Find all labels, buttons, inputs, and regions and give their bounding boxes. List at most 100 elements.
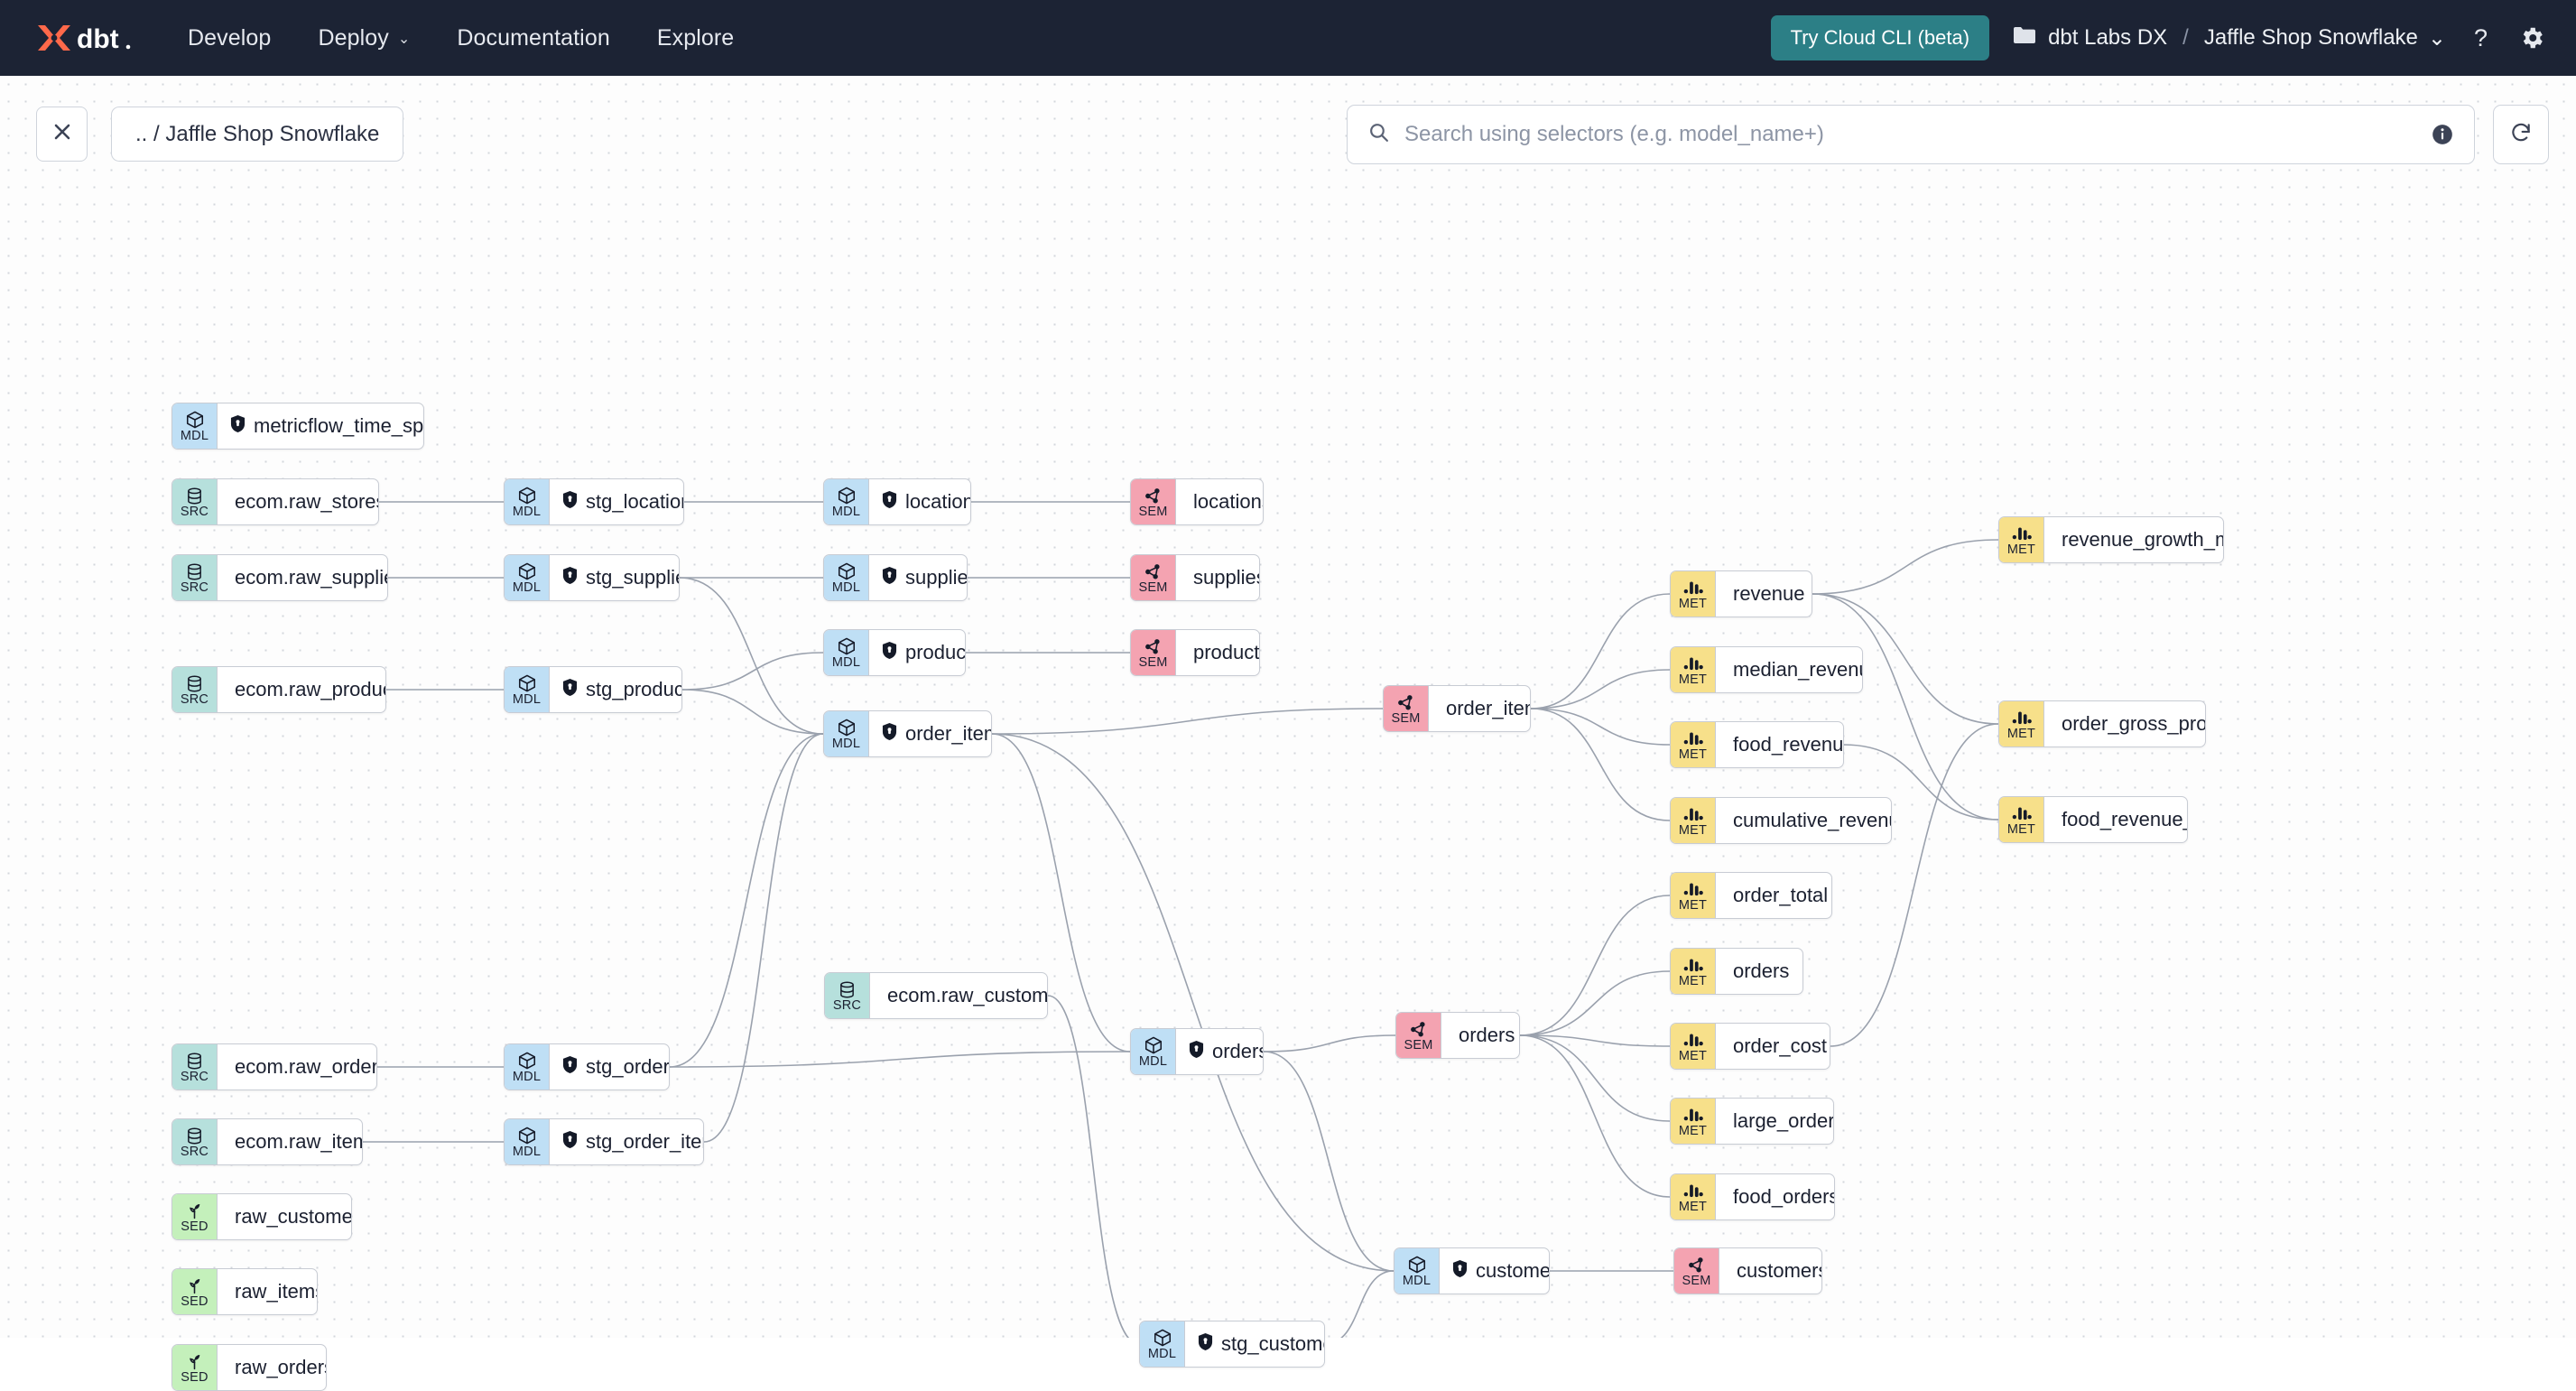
lineage-canvas[interactable]: .. / Jaffle Shop Snowflake — [0, 76, 2576, 1391]
graph-node-sed_orders[interactable]: SED raw_orders — [171, 1344, 327, 1391]
met-icon — [1683, 955, 1703, 975]
node-body: order_cost — [1716, 1024, 1830, 1069]
search-bar[interactable] — [1347, 105, 2475, 164]
graph-node-mdl_locations[interactable]: MDLlocations — [823, 478, 971, 525]
try-cloud-cli-button[interactable]: Try Cloud CLI (beta) — [1770, 15, 1990, 60]
node-type-badge-sed: SED — [172, 1194, 218, 1239]
edge-sem_orders-to-met_order_cost — [1519, 1034, 1671, 1047]
node-label: raw_orders — [235, 1356, 327, 1378]
close-button[interactable] — [36, 107, 88, 162]
graph-node-stg_products[interactable]: MDL stg_products — [504, 666, 682, 713]
node-label: products — [1193, 641, 1260, 663]
node-label: stg_orders — [586, 1055, 670, 1078]
node-label: supplies — [1193, 566, 1260, 589]
node-label: ecom.raw_products — [235, 678, 385, 700]
node-body: orders — [1716, 949, 1802, 994]
node-body: stg_products — [550, 667, 681, 712]
sem-icon — [1396, 692, 1415, 712]
node-body: ecom.raw_supplies — [218, 555, 387, 600]
src-icon — [185, 486, 204, 505]
project-selector[interactable]: Jaffle Shop Snowflake ⌄ — [2204, 25, 2446, 51]
node-type-code: SRC — [832, 997, 862, 1013]
met-icon — [1683, 804, 1703, 824]
breadcrumb-pill[interactable]: .. / Jaffle Shop Snowflake — [111, 107, 404, 162]
node-label: order_items — [905, 722, 991, 745]
edge-sem_order_item-to-met_revenue — [1530, 593, 1671, 709]
refresh-button[interactable] — [2493, 105, 2549, 164]
node-label: stg_order_items — [586, 1130, 703, 1153]
edge-stg_products-to-mdl_products — [681, 652, 824, 691]
breadcrumb-separator: / — [2182, 25, 2189, 50]
node-label: stg_products — [586, 678, 681, 700]
node-type-code: MET — [2006, 542, 2036, 557]
node-body: order_item — [1429, 686, 1530, 731]
shield-lock-icon — [562, 678, 578, 701]
graph-node-sem_locations[interactable]: SEMlocations — [1130, 478, 1264, 525]
graph-node-mdl_customers[interactable]: MDLcustomers — [1394, 1247, 1550, 1294]
nav-item-deploy[interactable]: Deploy ⌄ — [318, 25, 410, 51]
gear-icon[interactable] — [2518, 24, 2545, 51]
lineage-graph[interactable]: MDLmetricflow_time_spineSRCecom.raw_stor… — [0, 76, 2576, 1391]
node-type-badge-mdl: MDL — [505, 667, 550, 712]
node-body: stg_locations — [550, 479, 683, 524]
edge-sem_orders-to-met_order_total — [1519, 895, 1671, 1036]
graph-node-mdl_supplies[interactable]: MDLsupplies — [823, 554, 968, 601]
info-icon[interactable] — [2431, 123, 2454, 146]
graph-node-stg_order_items[interactable]: MDL stg_order_items — [504, 1118, 704, 1165]
account-name[interactable]: dbt Labs DX — [2048, 25, 2168, 50]
nav-item-explore[interactable]: Explore — [657, 25, 734, 51]
node-body: cumulative_revenue — [1716, 798, 1891, 843]
nav-item-documentation[interactable]: Documentation — [457, 25, 609, 51]
node-label: cumulative_revenue — [1733, 809, 1891, 831]
graph-node-mdl_products[interactable]: MDLproducts — [823, 629, 966, 676]
node-label: order_gross_profit — [2062, 712, 2206, 735]
node-label: food_orders — [1733, 1185, 1835, 1208]
node-type-code: SEM — [1404, 1037, 1433, 1053]
sed-icon — [185, 1275, 204, 1295]
node-type-code: MDL — [512, 1144, 542, 1159]
node-body: customers — [1719, 1248, 1821, 1294]
question-mark-icon[interactable]: ? — [2469, 24, 2495, 51]
node-type-badge-sed: SED — [172, 1345, 218, 1390]
node-label: food_revenue — [1733, 733, 1844, 756]
node-type-code: SRC — [180, 1144, 209, 1159]
nav-item-develop[interactable]: Develop — [188, 25, 271, 51]
met-icon — [2012, 524, 2032, 543]
graph-node-sem_products[interactable]: SEMproducts — [1130, 629, 1260, 676]
search-input[interactable] — [1404, 122, 2416, 147]
node-type-badge-sem: SEM — [1674, 1248, 1719, 1294]
shield-lock-icon — [1189, 1040, 1204, 1063]
dbt-logo[interactable]: dbt — [34, 20, 134, 56]
